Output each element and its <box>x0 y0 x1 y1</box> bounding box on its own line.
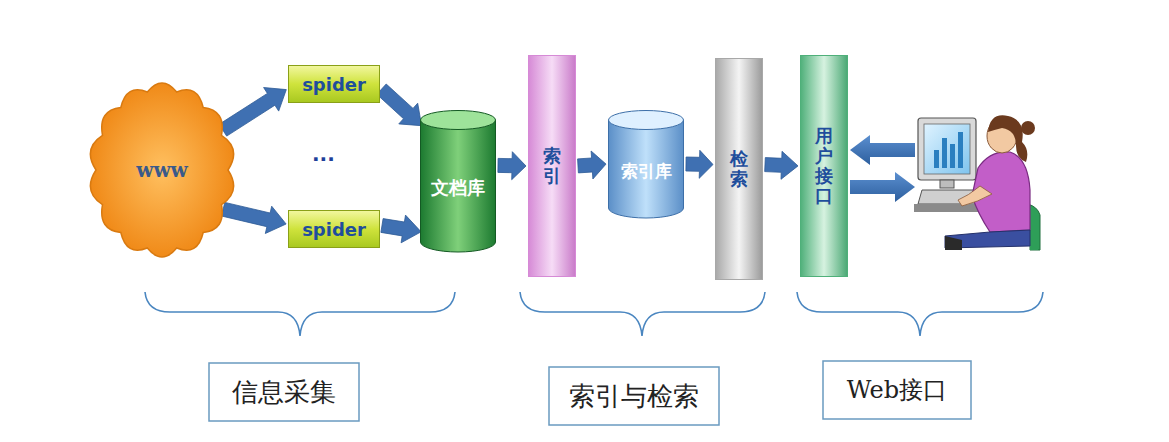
section-box: Web接口 <box>822 360 972 420</box>
flow-arrow <box>222 202 287 233</box>
bracket <box>797 292 1043 336</box>
user-interface-band: 用户接口 <box>800 55 848 277</box>
flow-arrow <box>686 150 713 178</box>
document-store: 文档库 <box>420 110 496 252</box>
ellipsis-label: ... <box>312 142 335 166</box>
node-text: 信息采集 <box>232 375 336 410</box>
node-text: spider <box>302 74 366 95</box>
flow-arrow <box>765 151 798 179</box>
spider-box: spider <box>288 65 380 103</box>
flow-arrow <box>498 152 526 180</box>
spider-box: spider <box>288 210 380 248</box>
node-text: 用户接口 <box>815 126 833 205</box>
flow-arrow <box>578 151 606 179</box>
node-text: 索引库 <box>621 160 672 183</box>
section-box: 索引与检索 <box>548 366 720 426</box>
source-cloud: www <box>88 82 236 258</box>
search-band: 检索 <box>715 58 763 280</box>
user-illustration <box>914 115 1040 250</box>
node-text: 检索 <box>730 149 748 189</box>
node-text: 索引 <box>543 146 561 186</box>
node-text: Web接口 <box>847 374 947 406</box>
index-store: 索引库 <box>608 110 684 218</box>
bracket <box>520 292 765 336</box>
user-arrow <box>850 135 915 165</box>
flow-arrow <box>219 88 286 137</box>
flow-arrow <box>377 84 422 126</box>
node-text: 索引与检索 <box>569 379 699 414</box>
section-box: 信息采集 <box>208 362 360 422</box>
user-arrow <box>850 172 915 202</box>
node-text: www <box>136 158 188 182</box>
bracket <box>145 292 455 336</box>
node-text: 文档库 <box>431 176 485 200</box>
index-band: 索引 <box>528 55 576 277</box>
flow-arrow <box>381 215 421 243</box>
node-text: spider <box>302 219 366 240</box>
